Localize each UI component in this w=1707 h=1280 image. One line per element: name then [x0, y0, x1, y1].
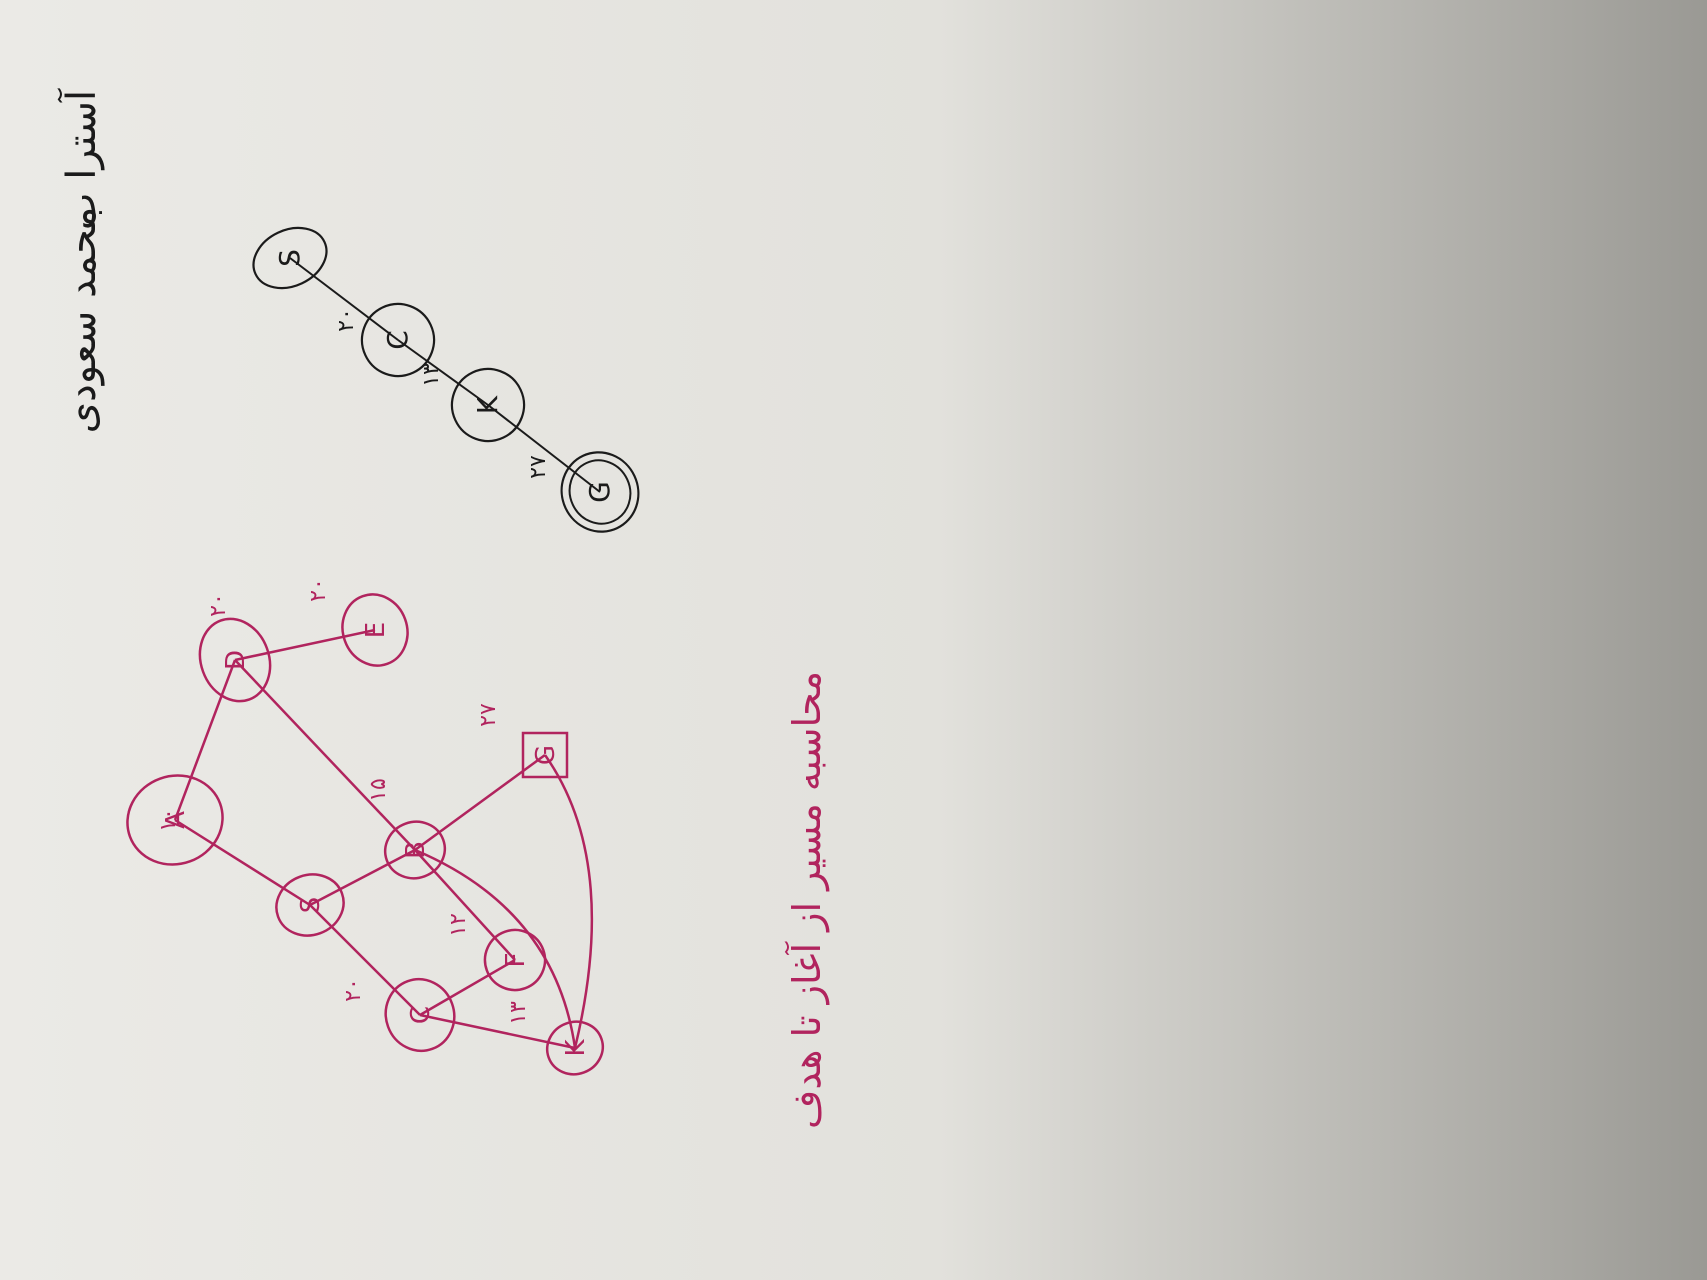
node-shape	[560, 451, 640, 533]
node-shape	[545, 1020, 605, 1076]
graph-node-A: A۱۰	[126, 774, 224, 866]
node-label: K	[471, 395, 504, 414]
node-score: ۱۳	[419, 363, 444, 387]
node-score: ۱۵	[366, 778, 391, 802]
graph-node-E: E ۲۰	[306, 578, 409, 667]
graph-edges	[173, 628, 594, 1050]
path-edge-S-C	[289, 257, 399, 341]
graph-edge-G-K	[543, 754, 594, 1049]
path-node-G: G ۲۷	[526, 451, 640, 533]
node-score: ۲۰	[334, 308, 359, 332]
path-nodes: S C ۲۰K ۱۳G ۲۷	[252, 226, 640, 533]
node-shape	[126, 774, 224, 866]
node-score: ۱۲	[446, 913, 471, 937]
node-score: ۲۷	[476, 703, 501, 727]
graph-edge-S-C	[309, 904, 421, 1016]
page-title: آسترا ب	[57, 88, 105, 230]
node-score: ۱۰	[156, 808, 181, 832]
graph-node-D: D ۲۰	[198, 593, 272, 703]
node-score: ۱۳	[506, 1001, 531, 1025]
node-label: G	[583, 481, 616, 503]
graph-edge-A-D	[173, 659, 237, 821]
graph-node-S: S	[275, 873, 345, 937]
node-shape	[384, 977, 456, 1053]
graph-edge-A-S	[174, 818, 311, 907]
rotated-content: آسترا ب محمد سعودی محاسبه مسیر از آغاز ت…	[57, 88, 830, 1129]
path-edges	[289, 257, 601, 493]
node-label: K	[561, 1039, 591, 1057]
graph-node-G: G ۲۷	[476, 703, 569, 779]
graph-node-F: F ۱۲	[446, 913, 547, 992]
graph-edge-D-B	[234, 659, 416, 851]
node-shape	[521, 731, 569, 779]
graph-node-K: K ۱۳	[506, 1001, 605, 1076]
node-label: B	[401, 841, 431, 859]
path-edge-C-K	[397, 339, 489, 406]
node-label: E	[361, 622, 391, 638]
node-label: C	[381, 330, 414, 350]
path-node-K: K ۱۳	[419, 363, 526, 443]
node-label: F	[501, 953, 531, 968]
graph-edge-C-F	[419, 958, 516, 1017]
node-label: S	[296, 897, 326, 914]
node-label: A	[161, 811, 191, 829]
graph-node-B: B ۱۵	[366, 778, 447, 880]
node-label: G	[531, 745, 561, 765]
graph-edge-D-E	[234, 628, 376, 662]
bottom-note: محاسبه مسیر از آغاز تا هدف	[784, 671, 830, 1129]
graph-edge-B-F	[414, 849, 516, 961]
graph-edge-S-B	[309, 848, 416, 907]
path-node-C: C ۲۰	[334, 302, 436, 378]
node-label: D	[221, 650, 251, 670]
goal-inner-ring	[568, 459, 632, 525]
node-label: C	[406, 1006, 436, 1024]
node-score: ۲۰	[341, 978, 366, 1002]
node-shape	[383, 820, 447, 880]
graph-edge-B-K	[414, 848, 577, 1049]
node-shape	[252, 226, 328, 290]
node-label: S	[273, 249, 306, 267]
author-heading: محمد سعودی	[59, 207, 105, 434]
node-shape	[450, 367, 526, 443]
path-node-S: S	[252, 226, 328, 290]
node-shape	[360, 302, 436, 378]
node-score: ۲۷	[526, 455, 551, 479]
node-shape	[198, 617, 272, 703]
node-score: ۲۰	[306, 578, 331, 602]
node-shape	[341, 593, 409, 667]
path-edge-K-G	[487, 404, 601, 493]
graph-node-C: C ۲۰	[341, 977, 456, 1053]
node-shape	[483, 928, 547, 992]
node-shape	[275, 873, 345, 937]
node-score: ۲۰	[206, 593, 231, 617]
